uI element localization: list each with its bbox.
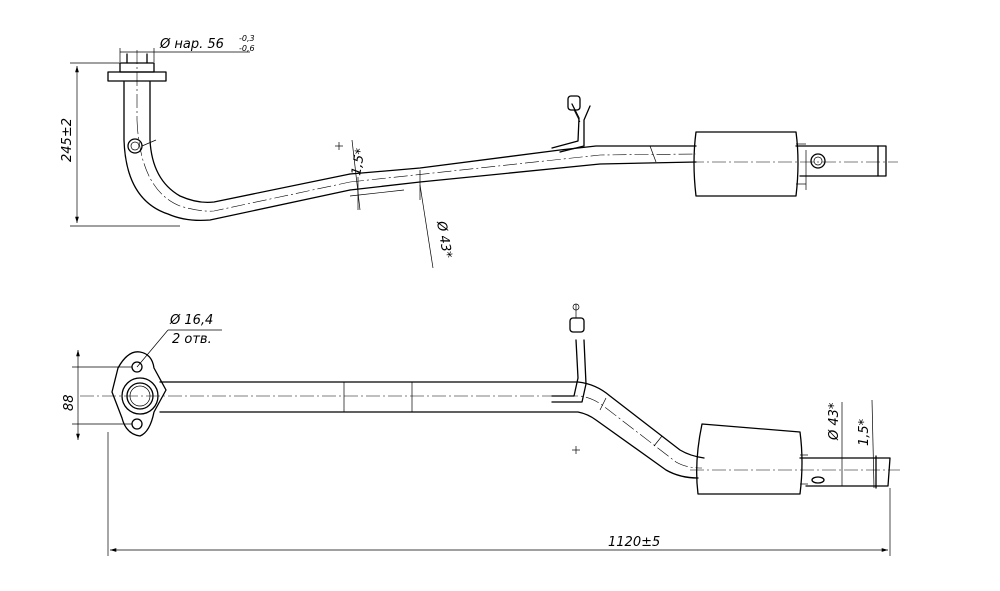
bent-pipe-side	[123, 81, 351, 222]
flange-diameter-dimension: Ø нар. 56 -0,3 -0,6	[119, 34, 255, 62]
flange-span-label: 88	[62, 394, 77, 411]
center-mark	[335, 142, 343, 150]
top-flange	[107, 50, 167, 120]
wall-thickness-bottom: 1,5*	[857, 399, 875, 489]
flange-tol-upper: -0,3	[239, 34, 255, 43]
bottom-pipe	[80, 303, 705, 479]
flange-span-dimension: 88	[62, 350, 132, 440]
side-view	[107, 50, 898, 222]
length-dimension: 1120±5	[107, 432, 891, 556]
wall-thickness-top: 1,5*	[349, 139, 369, 211]
hole-diameter-label: Ø 16,4	[169, 313, 213, 328]
wall-thickness-bottom-label: 1,5*	[857, 418, 872, 446]
diameter-bottom-label: Ø 43*	[827, 402, 842, 441]
flange-diameter-label: Ø нар. 56	[159, 37, 224, 52]
flange-tol-lower: -0,6	[239, 44, 255, 53]
wall-thickness-top-label: 1,5*	[349, 147, 369, 177]
diameter-top-label: Ø 43*	[433, 219, 455, 260]
plan-center-mark	[572, 446, 580, 454]
muffler-plan	[690, 423, 900, 495]
pipe-to-muffler-side	[349, 95, 697, 210]
height-label: 245±2	[60, 118, 75, 162]
diameter-top: Ø 43*	[419, 184, 455, 269]
diameter-bottom: Ø 43*	[827, 402, 843, 486]
hole-dimension: Ø 16,4 2 отв.	[136, 313, 222, 368]
plan-view	[80, 303, 900, 495]
length-label: 1120±5	[608, 535, 660, 550]
muffler-side	[690, 131, 898, 197]
hole-count-label: 2 отв.	[172, 332, 212, 347]
height-dimension: 245±2	[60, 62, 180, 227]
